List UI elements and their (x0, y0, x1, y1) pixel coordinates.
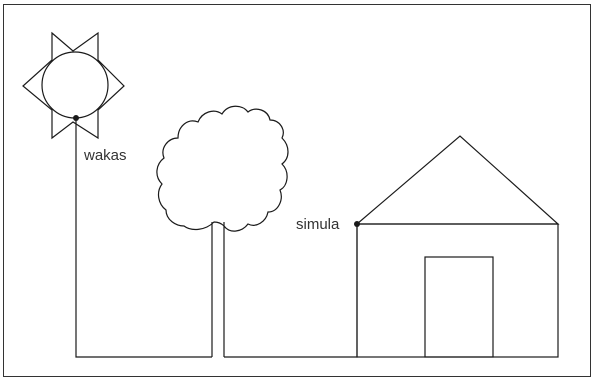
tree-icon (157, 106, 288, 357)
end-label: simula (296, 216, 340, 233)
house-icon (357, 136, 558, 357)
end-point (354, 221, 360, 227)
start-point (73, 115, 79, 121)
start-label: wakas (83, 147, 127, 164)
sun-icon (23, 33, 124, 138)
house-door (425, 257, 493, 357)
